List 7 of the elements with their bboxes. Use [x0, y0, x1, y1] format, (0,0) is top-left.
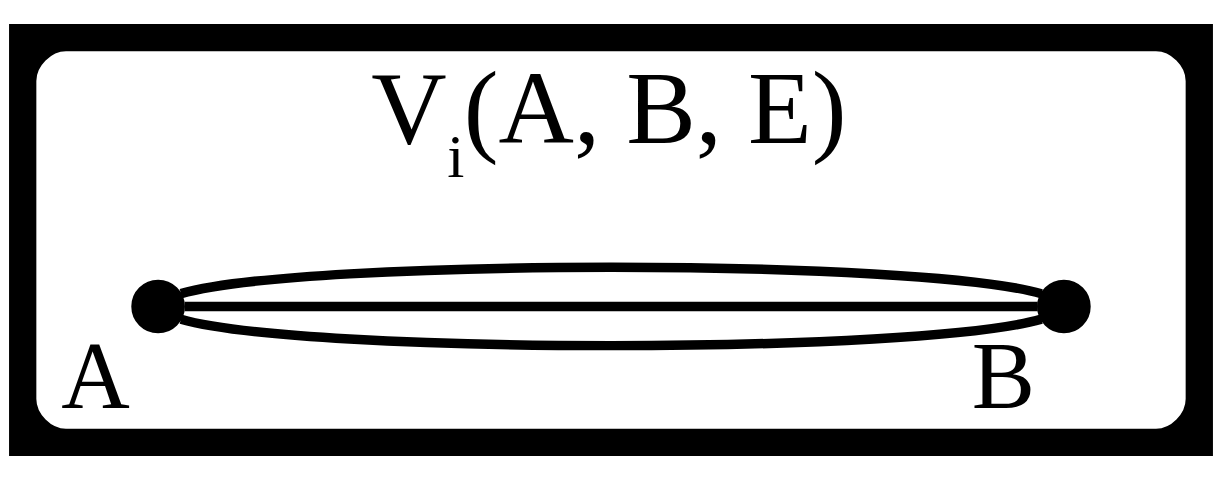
node-circle	[131, 279, 185, 334]
connector	[180, 314, 1043, 351]
node-label: B	[971, 323, 1036, 430]
node-circle	[1037, 279, 1091, 334]
connector	[184, 301, 1038, 312]
node-label: A	[61, 323, 130, 430]
connector	[180, 262, 1043, 299]
